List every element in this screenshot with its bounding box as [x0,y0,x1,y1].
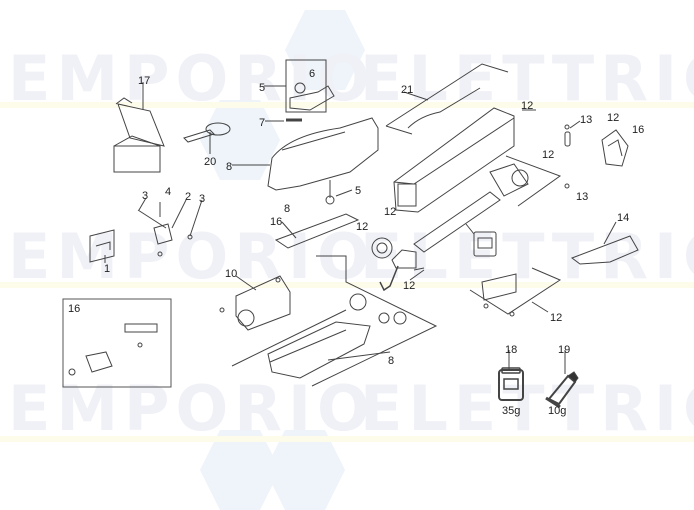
callout-7: 7 [259,117,266,129]
callout-5: 5 [355,185,362,197]
callout-6: 6 [309,68,316,80]
callout-19: 19 [558,344,571,356]
callout-20: 20 [204,156,217,168]
callout-12: 12 [607,112,620,124]
jar-part-18 [498,350,524,401]
callout-3: 3 [199,193,206,205]
callout-14: 14 [617,212,630,224]
pin-parts-13 [564,120,581,189]
flange-part-16 [601,129,629,167]
gasket-part-16 [274,180,360,249]
tube-weight-label: 10g [548,405,567,417]
callout-16: 16 [632,124,645,136]
gear-parts-12 [371,237,425,292]
wiring-part-21 [385,63,509,135]
callout-12: 12 [403,280,416,292]
motor-part-10 [219,275,291,331]
callout-2: 2 [185,191,192,203]
jar-weight-label: 35g [502,405,521,417]
shaft-assembly-part-12 [413,155,562,257]
callout-16: 16 [270,216,283,228]
callout-12: 12 [384,206,397,218]
lever-part-14 [570,221,639,265]
callout-5: 5 [259,82,266,94]
callout-12: 12 [521,100,534,112]
callout-18: 18 [505,344,518,356]
callout-8: 8 [388,355,395,367]
callout-12: 12 [550,312,563,324]
callout-17: 17 [138,75,151,87]
callout-10: 10 [225,268,238,280]
watermark-hex [285,10,365,90]
watermark-band [0,436,694,442]
callout-12: 12 [542,149,555,161]
watermark-band [0,282,694,288]
callout-13: 13 [580,114,593,126]
bracket-parts-1-4 [89,197,203,263]
base-part-8 [231,255,438,387]
watermark-band [0,102,694,108]
callout-13: 13 [576,191,589,203]
callout-3: 3 [142,190,149,202]
inset-box-part-16 [62,298,172,388]
tube-part-19 [545,350,579,409]
callout-16: 16 [68,303,81,315]
callout-12: 12 [356,221,369,233]
callout-1: 1 [104,263,111,275]
callout-4: 4 [165,186,172,198]
watermark-text-right: ELETTRICO [360,42,694,115]
callout-21: 21 [401,84,414,96]
clip-part-12 [469,267,562,317]
watermark-hex [265,430,345,510]
callout-8: 8 [284,203,291,215]
watermark-text-left: EMPORIO [8,42,376,115]
watermark-text-left: EMPORIO [8,372,376,445]
callout-8: 8 [226,161,233,173]
key-part-20 [183,122,231,154]
box-part-17 [113,82,165,173]
watermark-text-right: ELETTRICO [360,372,694,445]
housing-part-12 [393,107,536,213]
top-cover-part-8 [232,59,379,191]
